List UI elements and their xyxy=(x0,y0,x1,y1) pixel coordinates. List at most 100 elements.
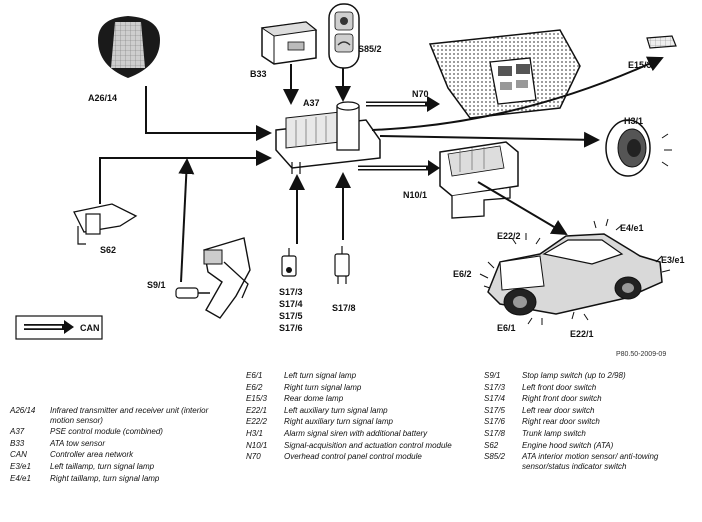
arrow-a26-to-a37 xyxy=(145,86,272,141)
legend-description: Rear dome lamp xyxy=(284,394,344,404)
legend-code: N10/1 xyxy=(246,440,268,450)
legend-description: Infrared transmitter and receiver unit (… xyxy=(50,406,209,425)
legend-row: S17/5 Left rear door switch xyxy=(484,406,694,416)
system-diagram: A26/14 B33 S85/2 A37 N70 xyxy=(15,3,685,340)
legend-code: CAN xyxy=(10,450,27,460)
legend-code: S17/8 xyxy=(484,428,505,438)
legend-description: Controller area network xyxy=(50,450,134,460)
label-e6-2: E6/2 xyxy=(453,269,472,279)
legend-code: S85/2 xyxy=(484,452,505,462)
label-s9-1: S9/1 xyxy=(147,280,166,290)
label-e22-1: E22/1 xyxy=(570,329,594,339)
legend-code: N70 xyxy=(246,452,261,462)
label-a37: A37 xyxy=(303,98,320,108)
arrow-s62-to-a37 xyxy=(99,150,272,204)
legend-description: Right rear door switch xyxy=(522,417,600,427)
legend-row: N70 Overhead control panel control module xyxy=(246,452,456,462)
can-legend: CAN xyxy=(15,315,103,340)
legend-code: A37 xyxy=(10,427,25,437)
legend-description: Overhead control panel control module xyxy=(284,452,422,462)
legend-code: E6/1 xyxy=(246,371,263,380)
legend-description: Alarm signal siren with additional batte… xyxy=(284,428,428,438)
switch-s85-2 xyxy=(328,3,360,69)
pse-control-module-a37 xyxy=(275,101,381,174)
legend-row: E6/2 Right turn signal lamp xyxy=(246,383,456,393)
rear-dome-lamp-e15-3 xyxy=(646,35,677,49)
legend-description: Left turn signal lamp xyxy=(284,371,357,380)
arrow-a37-to-e15-3 xyxy=(371,56,664,131)
label-s62: S62 xyxy=(100,245,116,255)
legend-code: S9/1 xyxy=(484,371,501,380)
label-s17-5: S17/5 xyxy=(279,311,303,321)
legend-row: S17/4 Right front door switch xyxy=(484,394,694,404)
label-n70: N70 xyxy=(412,89,429,99)
stop-lamp-switch-s9-1 xyxy=(175,237,251,319)
label-s17-3: S17/3 xyxy=(279,287,303,297)
label-s17-4: S17/4 xyxy=(279,299,303,309)
legend-column-a: A26/14 Infrared transmitter and receiver … xyxy=(10,406,225,485)
legend-description: Left front door switch xyxy=(522,382,597,392)
legend-description: Signal-acquisition and actuation control… xyxy=(284,440,452,450)
overhead-panel-n70 xyxy=(428,29,581,119)
legend-description: Left auxiliary turn signal lamp xyxy=(284,405,388,415)
sam-module-n10-1 xyxy=(439,141,519,219)
label-e6-1: E6/1 xyxy=(497,323,516,333)
legend-code: S17/6 xyxy=(484,417,505,427)
legend-code: E15/3 xyxy=(246,394,267,404)
label-e15-3: E15/3 xyxy=(628,60,652,70)
legend-code: E3/e1 xyxy=(10,461,31,471)
legend-row: S9/1 Stop lamp switch (up to 2/98) xyxy=(484,371,694,381)
label-n10-1: N10/1 xyxy=(403,190,427,200)
legend-row: E22/1 Left auxiliary turn signal lamp xyxy=(246,406,456,416)
label-s85-2: S85/2 xyxy=(358,44,382,54)
label-s17-6: S17/6 xyxy=(279,323,303,333)
label-s17-8: S17/8 xyxy=(332,303,356,313)
alarm-siren-h3-1 xyxy=(605,119,672,177)
legend-code: S17/3 xyxy=(484,382,505,392)
hood-switch-s62 xyxy=(73,203,138,245)
legend-code: S62 xyxy=(484,440,499,450)
legend-description: Right taillamp, turn signal lamp xyxy=(50,473,160,483)
legend-row: S17/3 Left front door switch xyxy=(484,383,694,393)
label-e3-e1: E3/e1 xyxy=(661,255,685,265)
legend-code: S17/5 xyxy=(484,405,505,415)
label-b33: B33 xyxy=(250,69,267,79)
arrow-s9-to-a37 xyxy=(178,158,195,283)
legend-row: S17/6 Right rear door switch xyxy=(484,417,694,427)
infrared-sensor-a26-14 xyxy=(98,16,160,78)
label-a26-14: A26/14 xyxy=(88,93,117,103)
label-e22-2: E22/2 xyxy=(497,231,521,241)
arrow-a37-to-h3-1 xyxy=(379,131,600,148)
legend-row: E3/e1 Left taillamp, turn signal lamp xyxy=(10,462,225,472)
legend-code: A26/14 xyxy=(10,406,36,415)
legend-row: E6/1 Left turn signal lamp xyxy=(246,371,456,381)
legend-description: Right turn signal lamp xyxy=(284,382,362,392)
label-e4-e1: E4/e1 xyxy=(620,223,644,233)
trunk-switch-s17-8 xyxy=(334,246,350,284)
door-switches-s17 xyxy=(281,248,297,277)
legend-code: S17/4 xyxy=(484,394,505,404)
vehicle xyxy=(479,218,671,325)
legend-row: CAN Controller area network xyxy=(10,450,225,460)
legend-row: E15/3 Rear dome lamp xyxy=(246,394,456,404)
tow-sensor-b33 xyxy=(260,21,318,65)
legend-code: E22/1 xyxy=(246,405,267,415)
arrow-n10-to-vehicle xyxy=(477,181,568,236)
legend-code: B33 xyxy=(10,438,25,448)
legend-description: Left taillamp, turn signal lamp xyxy=(50,461,155,471)
legend-row: N10/1 Signal-acquisition and actuation co… xyxy=(246,441,456,451)
legend-description: Right front door switch xyxy=(522,394,602,404)
legend-description: Left rear door switch xyxy=(522,405,595,415)
legend-description: Stop lamp switch (up to 2/98) xyxy=(522,371,626,380)
legend-code: E6/2 xyxy=(246,382,263,392)
legend-code: E22/2 xyxy=(246,417,267,427)
